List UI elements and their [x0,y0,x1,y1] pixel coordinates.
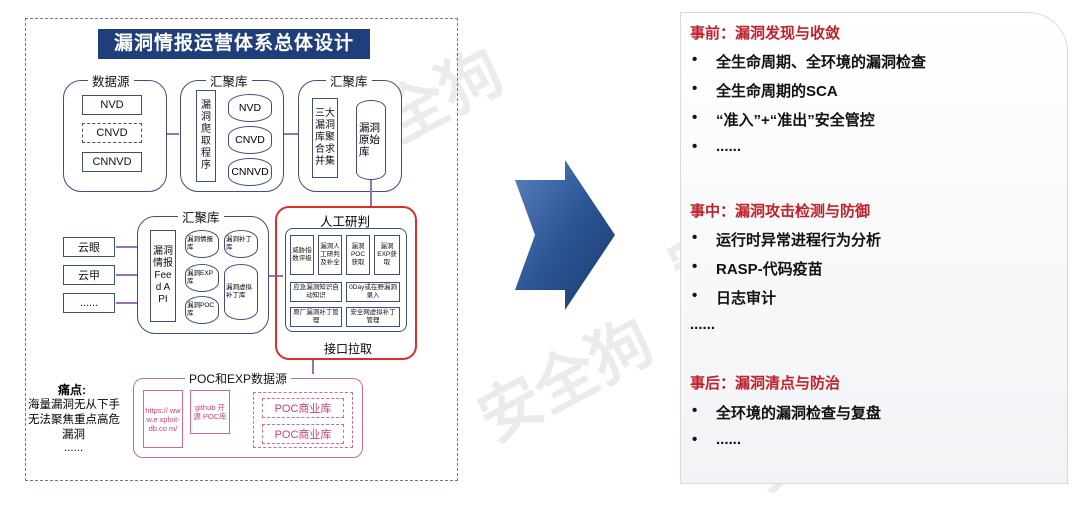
poc-biz-1: POC商业库 [262,398,344,418]
pain-line-1: 海量漏洞无从下手 [28,399,120,411]
cell-vendor-patch: 原厂漏洞补丁管理 [290,307,342,327]
cell-virtual-patch: 安全网虚拟补丁管理 [346,307,400,327]
merge-box: 三大漏洞库聚合求并集 [312,98,338,178]
section-during-title: 事中：漏洞攻击检测与防御 [690,203,871,220]
section-after-item: •...... [692,431,742,448]
arrow-agg1-agg2 [284,133,298,135]
output-more: ...... [63,293,115,313]
section-during-item: •RASP-代码疫苗 [692,258,823,278]
section-after-item: •全环境的漏洞检查与复盘 [692,402,882,422]
manual-review-frame [275,206,417,360]
datasource-label: 数据源 [88,71,134,90]
section-during-item: •日志审计 [692,287,777,307]
section-after-title: 事后：漏洞清点与防治 [690,375,841,392]
source-nvd: NVD [82,95,142,115]
db-cnnvd: CNNVD [228,158,272,186]
feed-api-box: 漏洞情报Feed API [150,230,176,322]
poc-source-github: github 开源 POC库 [190,390,230,434]
diagram-title: 漏洞情报运营体系总体设计 [98,29,370,59]
strategy-panel [680,12,1068,484]
poc-biz-frame [253,392,353,448]
source-cnnvd: CNNVD [82,152,142,172]
cell-0day: 0Day或在野漏洞录入 [346,282,400,302]
crawler-box: 漏洞爬取程序 [196,90,216,182]
cell-manual: 漏洞人工研判及补全 [318,235,342,275]
pain-line-2: 无法聚焦重点高危 [28,414,120,426]
agg3-label: 汇聚库 [178,207,224,226]
pain-title: 痛点: [58,383,86,397]
arrow-poc-manual [312,360,314,374]
source-cnvd: CNVD [82,123,142,143]
output-yunyan: 云眼 [63,237,115,257]
big-arrow-icon [515,160,615,310]
arrow-agg3-out3 [116,302,137,304]
cell-threat: 威胁指数评级 [290,235,314,275]
poc-source-exploitdb: https:// www.e xploit- db.co m/ [143,390,183,448]
cell-exp: 漏洞EXP获取 [374,235,400,275]
diagram-frame [25,18,458,481]
section-before-item: •“准入”+“准出”安全管控 [692,109,875,129]
section-before-item: •全生命周期的SCA [692,80,838,100]
origin-db: 漏洞原始库 [356,100,386,180]
output-yunjia: 云甲 [63,265,115,285]
poc-label: POC和EXP数据源 [185,370,292,387]
db-intel: 漏洞情报库 [185,230,219,258]
db-nvd: NVD [228,94,272,122]
db-cnvd: CNVD [228,126,272,154]
watermark-logo: 安全狗 [467,306,665,455]
db-exp: 漏洞EXP库 [185,264,219,292]
poc-biz-2: POC商业库 [262,424,344,444]
pain-line-4: ...... [64,442,84,454]
section-before-title: 事前：漏洞发现与收敛 [690,25,841,42]
section-before-item: •全生命周期、全环境的漏洞检查 [692,51,927,71]
arrow-ds-agg1 [167,133,179,135]
cell-emergency: 应急漏洞知识自动知识 [290,282,342,302]
section-during-more: ...... [690,316,716,333]
section-during-item: •运行时异常进程行为分析 [692,229,882,249]
agg1-label: 汇聚库 [206,71,252,90]
agg2-label: 汇聚库 [326,71,372,90]
pain-line-3: 漏洞 [62,429,85,441]
arrow-origin-manual [370,180,372,206]
arrow-agg3-out2 [116,274,137,276]
manual-review-title: 人工研判 [320,215,371,229]
api-pull-label: 接口拉取 [324,342,373,356]
section-before-item: •...... [692,138,742,155]
db-patch: 漏洞补丁库 [224,230,258,258]
db-poc: 漏洞POC库 [185,296,219,324]
arrow-agg3-out1 [116,246,137,248]
db-virtual-patch: 漏洞虚拟补丁库 [224,264,258,320]
cell-poc: 漏洞POC获取 [346,235,370,275]
